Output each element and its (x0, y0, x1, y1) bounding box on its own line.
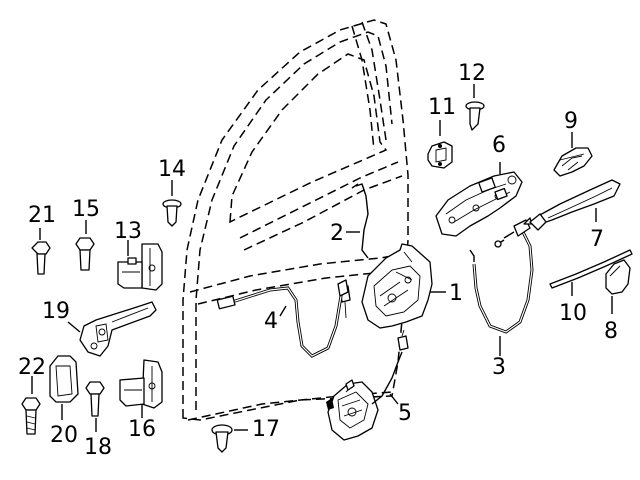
callout-20: 20 (50, 423, 78, 448)
callout-2: 2 (330, 221, 344, 246)
callouts: 1 2 3 4 5 6 7 8 9 10 11 12 13 14 15 16 1… (18, 61, 618, 460)
leader-lines (31, 84, 613, 432)
callout-3: 3 (492, 355, 506, 380)
callout-19: 19 (42, 299, 70, 324)
outside-handle-cable (469, 217, 534, 334)
hinge-plate (49, 355, 79, 403)
bolt-15 (75, 237, 95, 271)
callout-6: 6 (492, 133, 506, 158)
callout-18: 18 (84, 435, 112, 460)
lock-rod (351, 183, 369, 259)
handle-seal (549, 249, 633, 289)
handle-carrier (435, 171, 523, 237)
lower-hinge (119, 359, 163, 409)
callout-4: 4 (264, 309, 278, 334)
handle-end-cap (553, 147, 593, 177)
door-latch (326, 329, 409, 441)
callout-8: 8 (604, 319, 618, 344)
bolt-21 (31, 241, 51, 275)
callout-13: 13 (114, 219, 142, 244)
push-clip-17 (211, 424, 233, 453)
callout-11: 11 (428, 95, 456, 120)
push-clip-12 (465, 101, 485, 131)
door-outline (182, 19, 409, 421)
bolt-18 (85, 381, 105, 417)
callout-5: 5 (398, 401, 412, 426)
upper-hinge (117, 243, 163, 291)
lock-cover (605, 259, 631, 295)
callout-1: 1 (449, 281, 463, 306)
callout-22: 22 (18, 355, 46, 380)
outside-handle (529, 179, 621, 231)
door-striker (427, 141, 453, 169)
callout-14: 14 (158, 157, 186, 182)
bolt-22 (21, 397, 41, 435)
door-check-strap (79, 301, 157, 357)
callout-12: 12 (458, 61, 486, 86)
callout-17: 17 (252, 417, 280, 442)
inside-handle-cable (216, 279, 349, 358)
push-clip-14 (162, 199, 182, 227)
callout-15: 15 (72, 197, 100, 222)
callout-21: 21 (28, 203, 56, 228)
callout-7: 7 (590, 227, 604, 252)
callout-16: 16 (128, 417, 156, 442)
callout-9: 9 (564, 109, 578, 134)
callout-10: 10 (559, 301, 587, 326)
